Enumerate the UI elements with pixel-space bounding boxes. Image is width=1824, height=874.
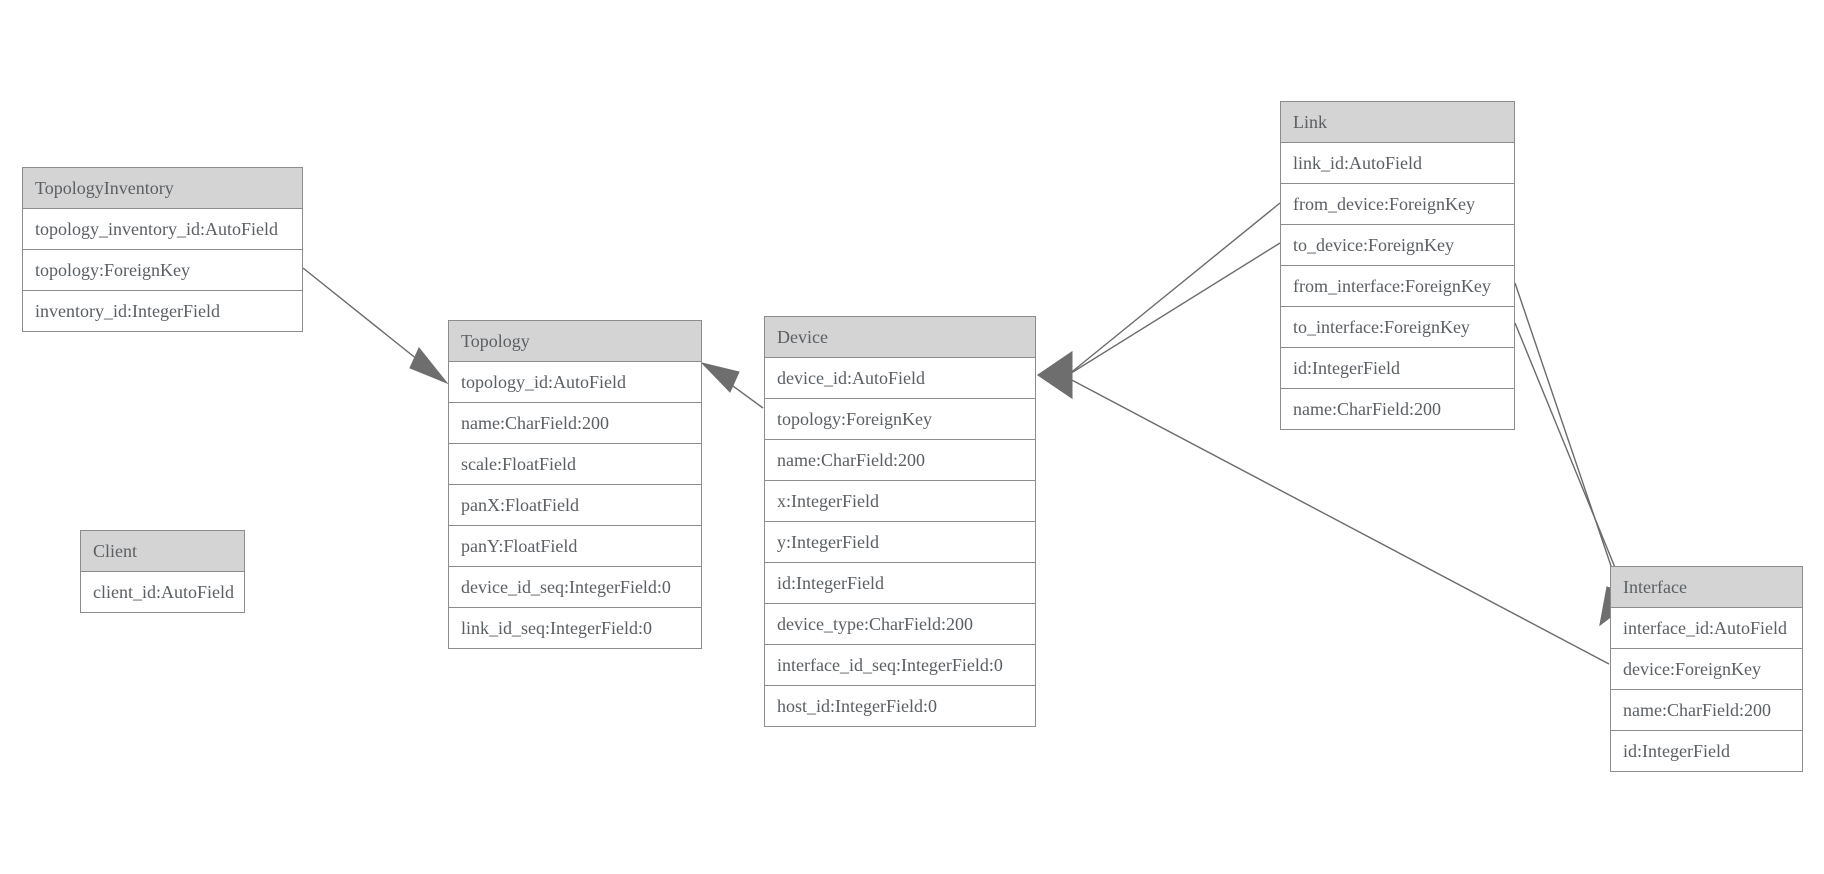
entity-field-row: topology:ForeignKey — [23, 250, 302, 291]
entity-field-row: interface_id:AutoField — [1611, 608, 1802, 649]
entity-field-row: name:CharField:200 — [765, 440, 1035, 481]
relationship-line — [721, 377, 764, 409]
entity-title-device: Device — [765, 317, 1035, 358]
entity-field-row: inventory_id:IntegerField — [23, 291, 302, 331]
entity-field-row: to_interface:ForeignKey — [1281, 307, 1514, 348]
entity-field-row: y:IntegerField — [765, 522, 1035, 563]
relationship-arrowhead-icon — [1037, 351, 1073, 399]
relationship-line — [1067, 242, 1281, 376]
relationship-link-from_device — [1037, 202, 1281, 399]
entity-title-link: Link — [1281, 102, 1514, 143]
entity-field-row: from_device:ForeignKey — [1281, 184, 1514, 225]
entity-field-row: panX:FloatField — [449, 485, 701, 526]
entity-field-row: from_interface:ForeignKey — [1281, 266, 1514, 307]
relationship-topologyinventory-topology — [302, 267, 449, 385]
entity-title-topology: Topology — [449, 321, 701, 362]
entity-field-row: name:CharField:200 — [449, 403, 701, 444]
entity-field-row: panY:FloatField — [449, 526, 701, 567]
entity-title-topology_inventory: TopologyInventory — [23, 168, 302, 209]
entity-field-row: topology_inventory_id:AutoField — [23, 209, 302, 250]
entity-field-row: device_type:CharField:200 — [765, 604, 1035, 645]
entity-field-row: client_id:AutoField — [81, 572, 244, 612]
entity-field-row: name:CharField:200 — [1281, 389, 1514, 429]
entity-field-row: topology_id:AutoField — [449, 362, 701, 403]
entity-title-client: Client — [81, 531, 244, 572]
entity-field-row: device_id:AutoField — [765, 358, 1035, 399]
relationship-device-topology — [700, 362, 764, 409]
entity-field-row: id:IntegerField — [1611, 731, 1802, 771]
relationship-arrowhead-icon — [1037, 351, 1073, 399]
relationship-arrowhead-icon — [409, 347, 449, 385]
entity-field-row: to_device:ForeignKey — [1281, 225, 1514, 266]
entity-field-row: device_id_seq:IntegerField:0 — [449, 567, 701, 608]
entity-fields-client: client_id:AutoField — [81, 572, 244, 612]
relationship-line — [302, 267, 429, 369]
entity-field-row: link_id:AutoField — [1281, 143, 1514, 184]
relationship-line — [1067, 202, 1281, 376]
relationship-arrowhead-icon — [1037, 351, 1073, 399]
relationship-arrowhead-icon — [700, 362, 740, 393]
entity-field-row: x:IntegerField — [765, 481, 1035, 522]
entity-title-interface: Interface — [1611, 567, 1802, 608]
entity-field-row: id:IntegerField — [765, 563, 1035, 604]
entity-field-row: id:IntegerField — [1281, 348, 1514, 389]
entity-field-row: scale:FloatField — [449, 444, 701, 485]
entity-field-row: topology:ForeignKey — [765, 399, 1035, 440]
entity-field-row: device:ForeignKey — [1611, 649, 1802, 690]
relationship-link-to_device — [1037, 242, 1281, 399]
entity-field-row: interface_id_seq:IntegerField:0 — [765, 645, 1035, 686]
entity-field-row: link_id_seq:IntegerField:0 — [449, 608, 701, 648]
entity-field-row: name:CharField:200 — [1611, 690, 1802, 731]
entity-field-row: host_id:IntegerField:0 — [765, 686, 1035, 726]
